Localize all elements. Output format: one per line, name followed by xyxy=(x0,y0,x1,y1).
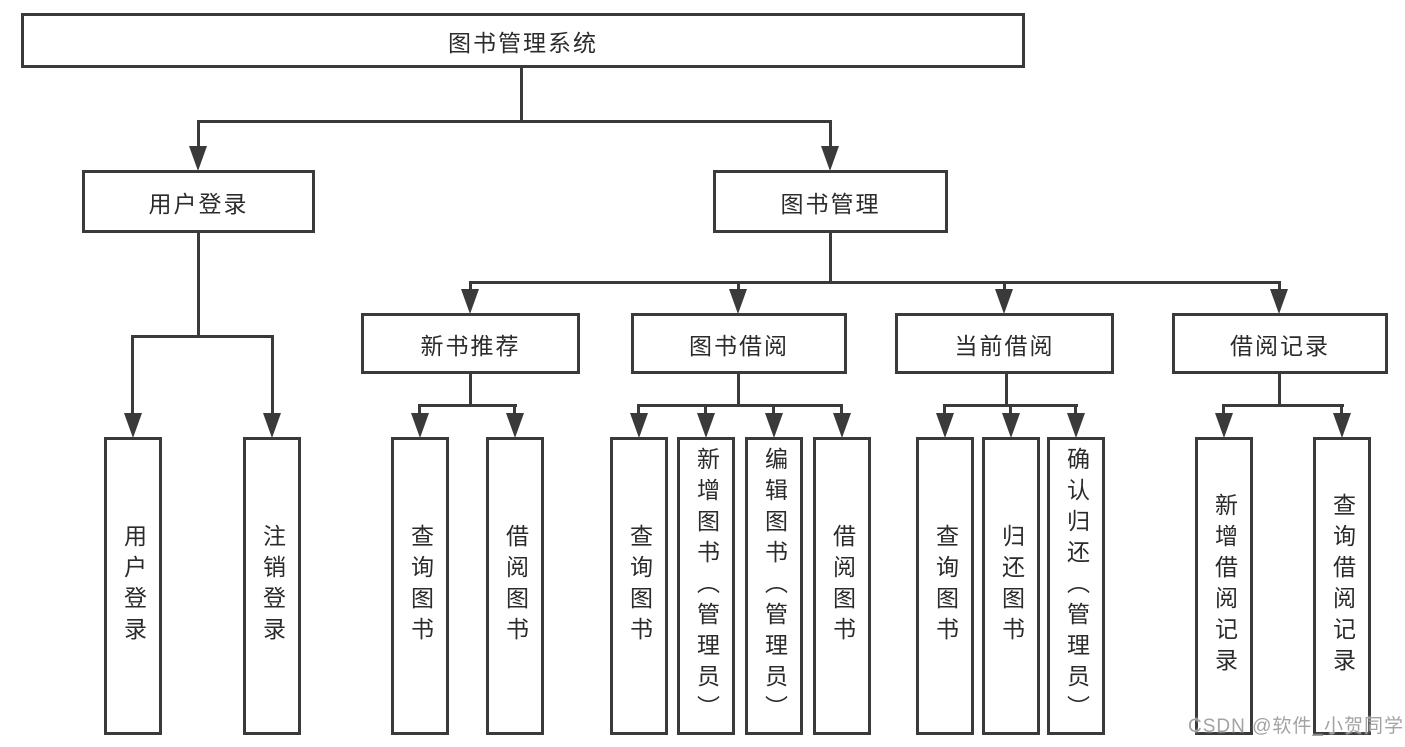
arrowhead-icon xyxy=(765,413,783,438)
leaf-borrowing-add-books-admin: 新增图书（管理员） xyxy=(677,437,735,735)
node-borrowing-records: 借阅记录 xyxy=(1172,313,1388,374)
connector-line xyxy=(1009,404,1012,420)
connector-line xyxy=(1003,281,1006,295)
connector-line xyxy=(1278,281,1281,295)
leaf-user-login-label: 用户登录 xyxy=(120,524,147,648)
arrowhead-icon xyxy=(1002,413,1020,438)
connector-line xyxy=(131,335,134,420)
connector-line xyxy=(1340,404,1343,420)
leaf-records-add-record-label: 新增借阅记录 xyxy=(1211,493,1238,679)
leaf-borrowing-borrow-books-label: 借阅图书 xyxy=(829,524,856,648)
connector-line xyxy=(829,120,832,152)
node-book-borrowing: 图书借阅 xyxy=(631,313,847,374)
node-root: 图书管理系统 xyxy=(21,13,1025,68)
arrowhead-icon xyxy=(821,146,839,171)
arrowhead-icon xyxy=(506,413,524,438)
leaf-current-return-books-label: 归还图书 xyxy=(998,524,1025,648)
node-current-borrowing: 当前借阅 xyxy=(895,313,1114,374)
node-user-login-branch: 用户登录 xyxy=(82,170,315,233)
arrowhead-icon xyxy=(995,289,1013,314)
arrowhead-icon xyxy=(729,289,747,314)
connector-line xyxy=(418,404,421,420)
connector-line xyxy=(131,335,274,338)
arrowhead-icon xyxy=(124,413,142,438)
arrowhead-icon xyxy=(697,413,715,438)
connector-line xyxy=(271,335,274,420)
arrowhead-icon xyxy=(1067,413,1085,438)
connector-line xyxy=(513,404,516,420)
arrowhead-icon xyxy=(630,413,648,438)
node-new-book-recommend: 新书推荐 xyxy=(361,313,580,374)
connector-line xyxy=(1222,404,1344,407)
leaf-recommend-borrow-books-label: 借阅图书 xyxy=(502,524,529,648)
leaf-borrowing-edit-books-admin-label: 编辑图书（管理员） xyxy=(761,446,788,726)
connector-line xyxy=(737,372,740,407)
arrowhead-icon xyxy=(189,146,207,171)
connector-line xyxy=(1278,372,1281,407)
connector-line xyxy=(469,281,472,295)
leaf-current-query-books-label: 查询图书 xyxy=(932,524,959,648)
arrowhead-icon xyxy=(263,413,281,438)
arrowhead-icon xyxy=(1215,413,1233,438)
node-new-book-recommend-label: 新书推荐 xyxy=(420,332,521,359)
connector-line xyxy=(197,120,200,152)
connector-line xyxy=(520,68,523,121)
connector-line xyxy=(840,404,843,420)
connector-line xyxy=(197,232,200,338)
leaf-user-login: 用户登录 xyxy=(104,437,162,735)
arrowhead-icon xyxy=(1270,289,1288,314)
leaf-borrowing-edit-books-admin: 编辑图书（管理员） xyxy=(745,437,803,735)
node-book-management-branch: 图书管理 xyxy=(713,170,948,233)
node-user-login-branch-label: 用户登录 xyxy=(148,190,249,217)
leaf-current-query-books: 查询图书 xyxy=(916,437,974,735)
connector-line xyxy=(637,404,843,407)
leaf-logout-label: 注销登录 xyxy=(259,524,286,648)
node-book-borrowing-label: 图书借阅 xyxy=(689,332,789,359)
leaf-recommend-query-books-label: 查询图书 xyxy=(407,524,434,648)
node-book-management-branch-label: 图书管理 xyxy=(780,190,881,217)
connector-line xyxy=(1222,404,1225,420)
node-current-borrowing-label: 当前借阅 xyxy=(954,332,1055,359)
leaf-recommend-borrow-books: 借阅图书 xyxy=(486,437,544,735)
connector-line xyxy=(737,281,740,295)
connector-line xyxy=(418,404,517,407)
node-root-label: 图书管理系统 xyxy=(448,29,598,56)
connector-line xyxy=(943,404,946,420)
csdn-watermark: CSDN @软件_小贺同学 xyxy=(1188,716,1404,737)
leaf-borrowing-borrow-books: 借阅图书 xyxy=(813,437,871,735)
connector-line xyxy=(772,404,775,420)
leaf-borrowing-query-books-label: 查询图书 xyxy=(626,524,653,648)
connector-line xyxy=(469,372,472,407)
leaf-logout: 注销登录 xyxy=(243,437,301,735)
arrowhead-icon xyxy=(1333,413,1351,438)
arrowhead-icon xyxy=(936,413,954,438)
leaf-current-confirm-return-admin: 确认归还（管理员） xyxy=(1047,437,1105,735)
connector-line xyxy=(469,281,1281,284)
leaf-records-query-record-label: 查询借阅记录 xyxy=(1329,493,1356,679)
arrowhead-icon xyxy=(411,413,429,438)
connector-line xyxy=(829,232,832,283)
connector-line xyxy=(704,404,707,420)
arrowhead-icon xyxy=(461,289,479,314)
connector-line xyxy=(1074,404,1077,420)
arrowhead-icon xyxy=(833,413,851,438)
leaf-records-query-record: 查询借阅记录 xyxy=(1313,437,1371,735)
leaf-recommend-query-books: 查询图书 xyxy=(391,437,449,735)
connector-line xyxy=(637,404,640,420)
leaf-borrowing-add-books-admin-label: 新增图书（管理员） xyxy=(693,446,720,726)
leaf-current-return-books: 归还图书 xyxy=(982,437,1040,735)
node-borrowing-records-label: 借阅记录 xyxy=(1230,332,1330,359)
leaf-borrowing-query-books: 查询图书 xyxy=(610,437,668,735)
connector-line xyxy=(197,120,831,123)
leaf-current-confirm-return-admin-label: 确认归还（管理员） xyxy=(1063,446,1090,726)
connector-line xyxy=(1005,372,1008,407)
leaf-records-add-record: 新增借阅记录 xyxy=(1195,437,1253,735)
